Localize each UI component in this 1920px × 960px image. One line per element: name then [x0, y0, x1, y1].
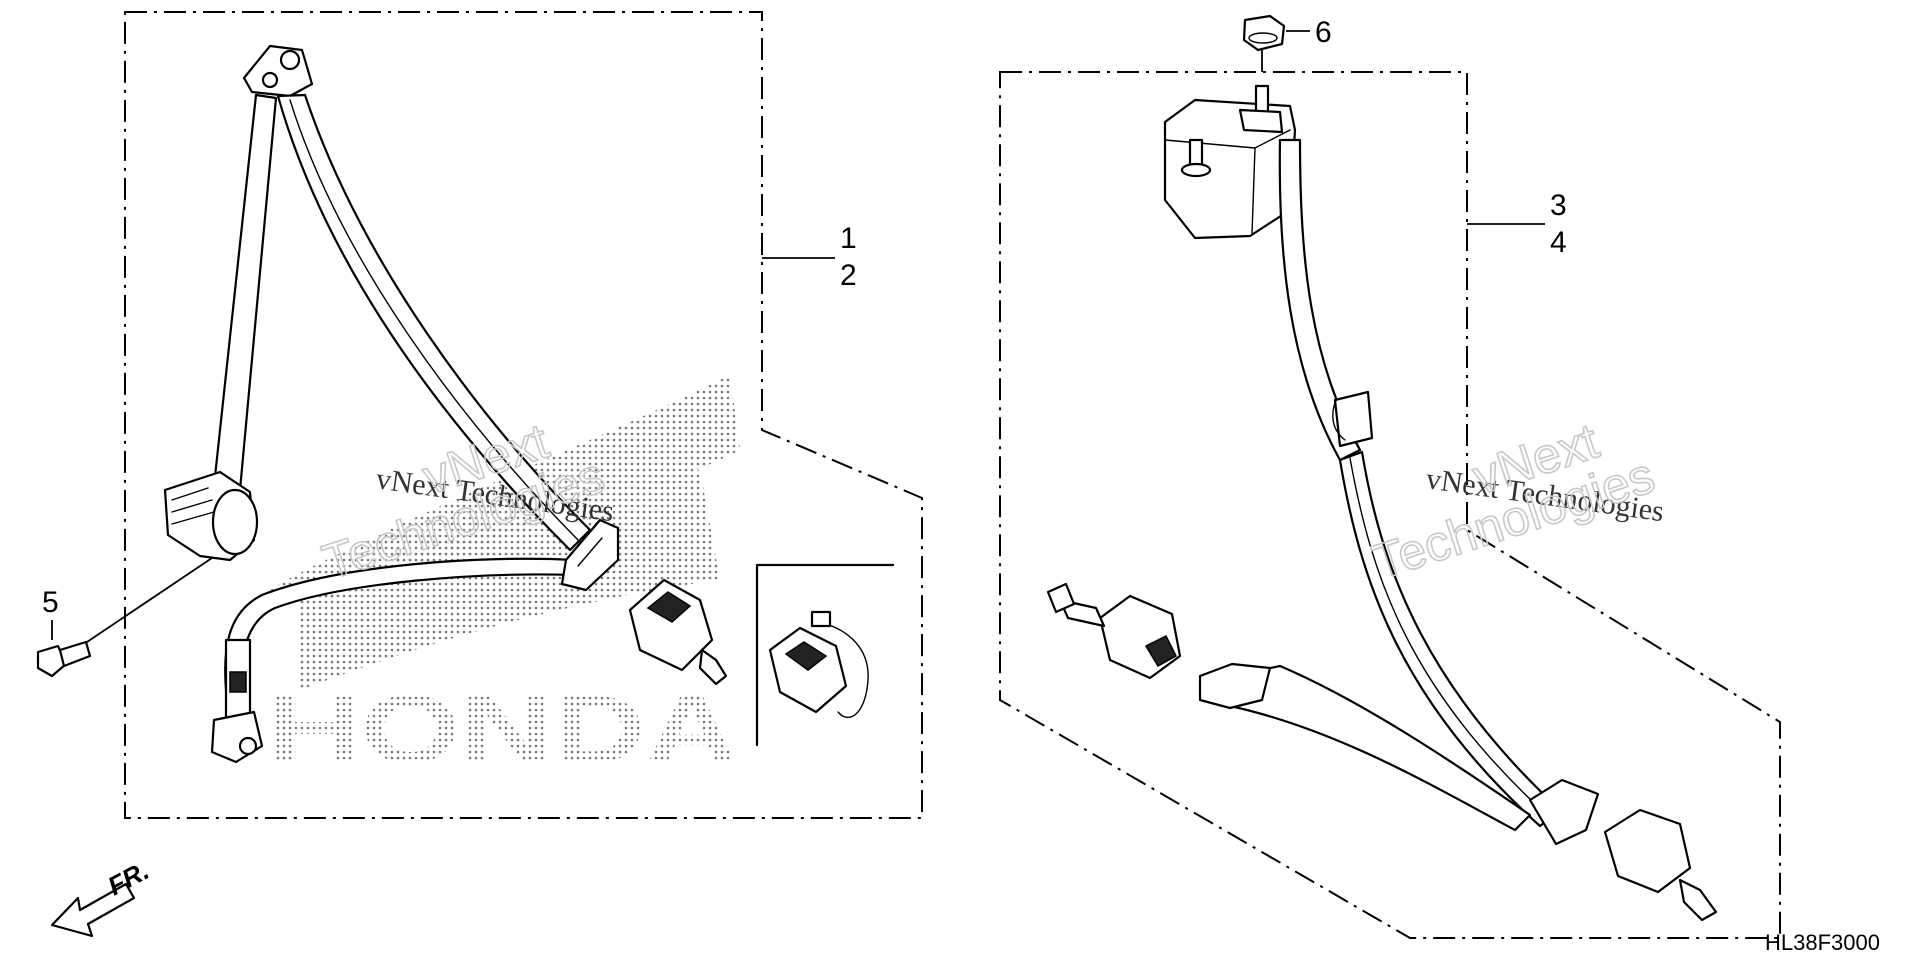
buckle-body — [628, 578, 714, 672]
callout-5: 5 — [42, 586, 59, 619]
front-direction-indicator: FR. — [50, 855, 154, 938]
retractor-ribs — [171, 487, 215, 525]
lower-anchor-plate — [210, 710, 264, 764]
belt-label — [229, 671, 247, 693]
rear-lower-webbing-edge — [1349, 457, 1551, 819]
diagonal-webbing-edge — [289, 99, 579, 541]
rear-lap-strap — [1213, 664, 1532, 832]
rear-loose-buckle-anchor — [1046, 582, 1076, 614]
rear-anchor-plate — [1198, 662, 1272, 710]
left-assembly-box — [124, 11, 923, 819]
retractor-bracket — [1238, 108, 1284, 134]
rear-lower-buckle — [1603, 808, 1692, 894]
rear-upper-webbing — [1278, 138, 1362, 462]
front-seat-belt-assembly — [163, 44, 869, 764]
inset-buckle-wire — [819, 621, 869, 718]
mounting-nut — [1242, 14, 1286, 52]
upper-anchor-hole — [261, 71, 279, 89]
front-arrow-icon — [50, 882, 136, 938]
lower-anchor-bolt — [238, 736, 258, 756]
inset-buckle-slot — [784, 641, 828, 671]
rear-retractor-corner — [1251, 147, 1256, 235]
buckle-slot — [646, 591, 692, 623]
left-inset-bracket — [755, 563, 895, 747]
honda-brand-watermark: HONDA — [268, 676, 738, 783]
tongue-plate — [560, 518, 620, 592]
honda-wing-watermark: HONDA — [268, 375, 740, 783]
nut-washer — [1248, 32, 1278, 44]
mounting-bolt — [36, 640, 92, 678]
retractor-cap — [211, 488, 259, 556]
webbing-guide-clip — [1332, 399, 1346, 441]
tongue-slot — [577, 537, 603, 567]
retractor-stud-left-base — [1180, 162, 1212, 178]
callout-4: 4 — [1550, 226, 1567, 259]
bolt-shank — [58, 640, 92, 668]
upper-anchor-plate — [242, 44, 314, 98]
inset-buckle-connector — [810, 610, 832, 628]
bolt-head — [36, 644, 68, 678]
upper-anchor-bolt — [279, 49, 301, 71]
leader-5-retractor — [83, 557, 213, 645]
diagram-code: HL38F3000 — [1765, 930, 1880, 955]
rear-loose-buckle — [1098, 594, 1182, 680]
right-assembly-box — [999, 71, 1781, 939]
diagonal-webbing — [276, 93, 592, 552]
callout-2: 2 — [840, 259, 857, 292]
rear-seat-belt-assembly — [1046, 84, 1718, 922]
callout-3: 3 — [1550, 189, 1567, 222]
vertical-webbing — [212, 93, 278, 492]
rear-lower-buckle-stud — [1678, 878, 1718, 922]
buckle-stud — [698, 648, 728, 686]
webbing-guide — [1333, 390, 1374, 448]
center-latch — [1528, 778, 1600, 846]
callout-1: 1 — [840, 222, 857, 255]
rear-loose-buckle-slot — [1144, 634, 1177, 668]
callout-6: 6 — [1315, 16, 1332, 49]
